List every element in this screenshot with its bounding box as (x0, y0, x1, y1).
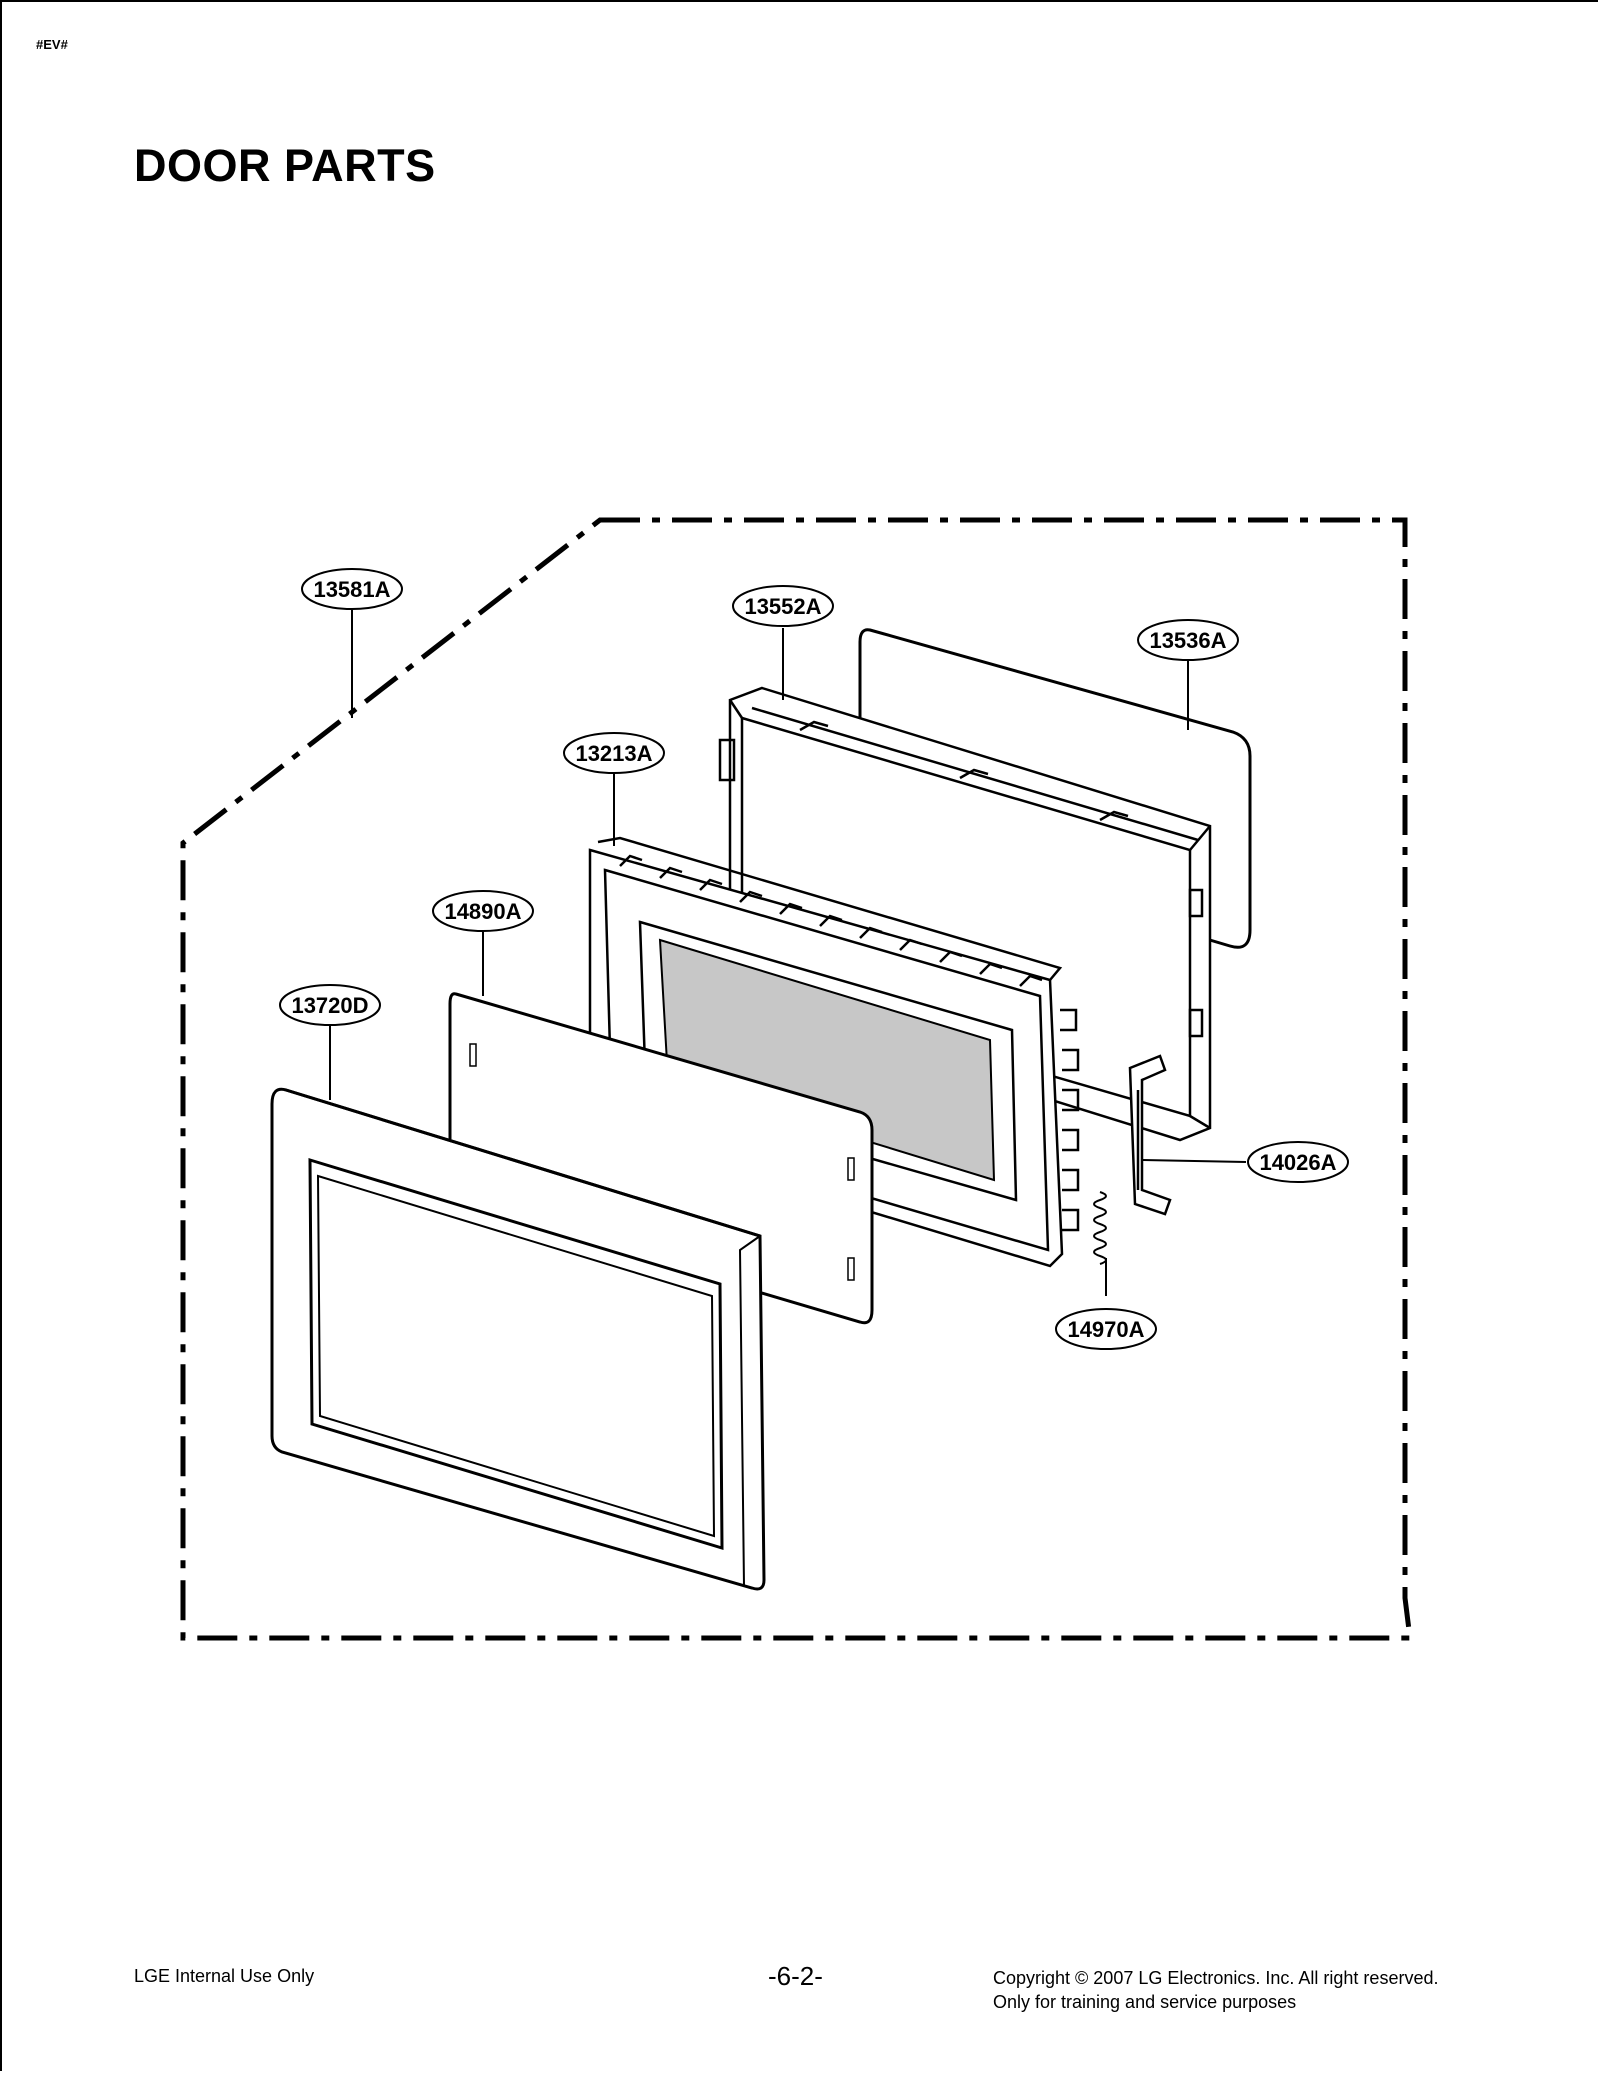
part-13720D-door-frame (270, 1087, 766, 1591)
part-14026A-latch (1128, 1054, 1172, 1216)
callout-label: 14026A (1259, 1150, 1336, 1175)
page-number: -6-2- (768, 1961, 823, 1991)
callout-label: 13536A (1149, 628, 1226, 653)
callout-label: 13552A (744, 594, 821, 619)
document-code: #EV# (36, 37, 68, 52)
callout-13536A: 13536A (1137, 619, 1239, 661)
callout-label: 14890A (444, 899, 521, 924)
footer-internal-use: LGE Internal Use Only (134, 1966, 315, 1986)
callout-13552A: 13552A (732, 585, 834, 627)
copyright-text: Copyright © 2007 LG Electronics. Inc. Al… (993, 1968, 1439, 1988)
leader-lines (329, 610, 1247, 1296)
callout-13720D: 13720D (279, 984, 381, 1026)
callout-14026A: 14026A (1247, 1141, 1349, 1183)
part-14970A-spring (1093, 1191, 1107, 1265)
callout-label: 13581A (313, 577, 390, 602)
callout-13581A: 13581A (301, 568, 403, 610)
purpose-text: Only for training and service purposes (993, 1992, 1297, 2012)
assembly-boundary (180, 517, 1413, 1641)
callout-14970A: 14970A (1055, 1308, 1157, 1350)
callout-13213A: 13213A (563, 732, 665, 774)
callout-14890A: 14890A (432, 890, 534, 932)
page-title: DOOR PARTS (134, 140, 436, 191)
callout-label: 13720D (291, 993, 368, 1018)
callout-label: 13213A (575, 741, 652, 766)
footer-copyright-block: Copyright © 2007 LG Electronics. Inc. Al… (993, 1966, 1438, 2014)
part-14890A-panel (448, 992, 874, 1325)
callout-label: 14970A (1067, 1317, 1144, 1342)
